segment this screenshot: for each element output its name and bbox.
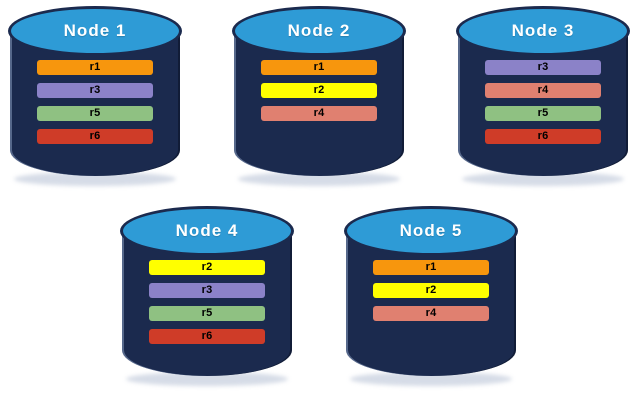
node-cylinder-top: Node 3: [456, 6, 630, 56]
replica-bar[interactable]: r6: [485, 129, 601, 144]
node-title: Node 1: [63, 21, 127, 40]
replica-bar[interactable]: r6: [37, 129, 153, 144]
replica-bar[interactable]: r4: [373, 306, 489, 321]
replica-bar[interactable]: r5: [485, 106, 601, 121]
replica-label: r6: [89, 130, 101, 142]
replica-bar[interactable]: r3: [485, 60, 601, 75]
replica-list: r2 r3 r5 r6: [116, 260, 298, 344]
replica-label: r3: [89, 84, 101, 96]
database-node[interactable]: Node 1 r1 r3 r5 r6: [4, 4, 186, 190]
replica-label: r6: [537, 130, 549, 142]
replica-label: r2: [313, 84, 325, 96]
replica-label: r3: [537, 61, 549, 73]
node-drop-shadow: [126, 372, 288, 386]
replica-label: r2: [425, 284, 437, 296]
replica-label: r1: [313, 61, 325, 73]
node-title: Node 4: [175, 221, 239, 240]
node-cylinder-top: Node 1: [8, 6, 182, 56]
replica-label: r4: [425, 307, 437, 319]
replica-label: r4: [537, 84, 549, 96]
replica-list: r1 r2 r4: [340, 260, 522, 321]
replica-bar[interactable]: r1: [261, 60, 377, 75]
node-title: Node 5: [399, 221, 463, 240]
node-drop-shadow: [14, 172, 176, 186]
replica-bar[interactable]: r4: [261, 106, 377, 121]
replica-label: r5: [537, 107, 549, 119]
replica-list: r3 r4 r5 r6: [452, 60, 634, 144]
node-title: Node 3: [511, 21, 575, 40]
replica-label: r5: [201, 307, 213, 319]
replica-bar[interactable]: r2: [261, 83, 377, 98]
replica-bar[interactable]: r1: [37, 60, 153, 75]
node-cylinder-top: Node 5: [344, 206, 518, 256]
replica-label: r1: [89, 61, 101, 73]
replica-bar[interactable]: r3: [37, 83, 153, 98]
replica-label: r5: [89, 107, 101, 119]
node-cylinder-top: Node 2: [232, 6, 406, 56]
replica-label: r2: [201, 261, 213, 273]
node-drop-shadow: [238, 172, 400, 186]
replica-bar[interactable]: r3: [149, 283, 265, 298]
database-node[interactable]: Node 4 r2 r3 r5 r6: [116, 204, 298, 390]
replica-label: r3: [201, 284, 213, 296]
replica-label: r6: [201, 330, 213, 342]
replica-bar[interactable]: r5: [149, 306, 265, 321]
replica-bar[interactable]: r4: [485, 83, 601, 98]
node-row-top: Node 1 r1 r3 r5 r6 Node 2 r1 r2 r4 Node 3 r3 r4 r5 r6: [0, 4, 638, 190]
node-cylinder-top: Node 4: [120, 206, 294, 256]
replica-bar[interactable]: r1: [373, 260, 489, 275]
replica-list: r1 r3 r5 r6: [4, 60, 186, 144]
node-title: Node 2: [287, 21, 351, 40]
node-row-bottom: Node 4 r2 r3 r5 r6 Node 5 r1 r2 r4: [0, 204, 638, 390]
node-drop-shadow: [350, 372, 512, 386]
replica-bar[interactable]: r5: [37, 106, 153, 121]
database-node[interactable]: Node 5 r1 r2 r4: [340, 204, 522, 390]
replica-bar[interactable]: r2: [149, 260, 265, 275]
node-drop-shadow: [462, 172, 624, 186]
replica-bar[interactable]: r2: [373, 283, 489, 298]
replica-label: r1: [425, 261, 437, 273]
replica-list: r1 r2 r4: [228, 60, 410, 121]
replica-bar[interactable]: r6: [149, 329, 265, 344]
replica-label: r4: [313, 107, 325, 119]
database-node[interactable]: Node 2 r1 r2 r4: [228, 4, 410, 190]
database-node[interactable]: Node 3 r3 r4 r5 r6: [452, 4, 634, 190]
